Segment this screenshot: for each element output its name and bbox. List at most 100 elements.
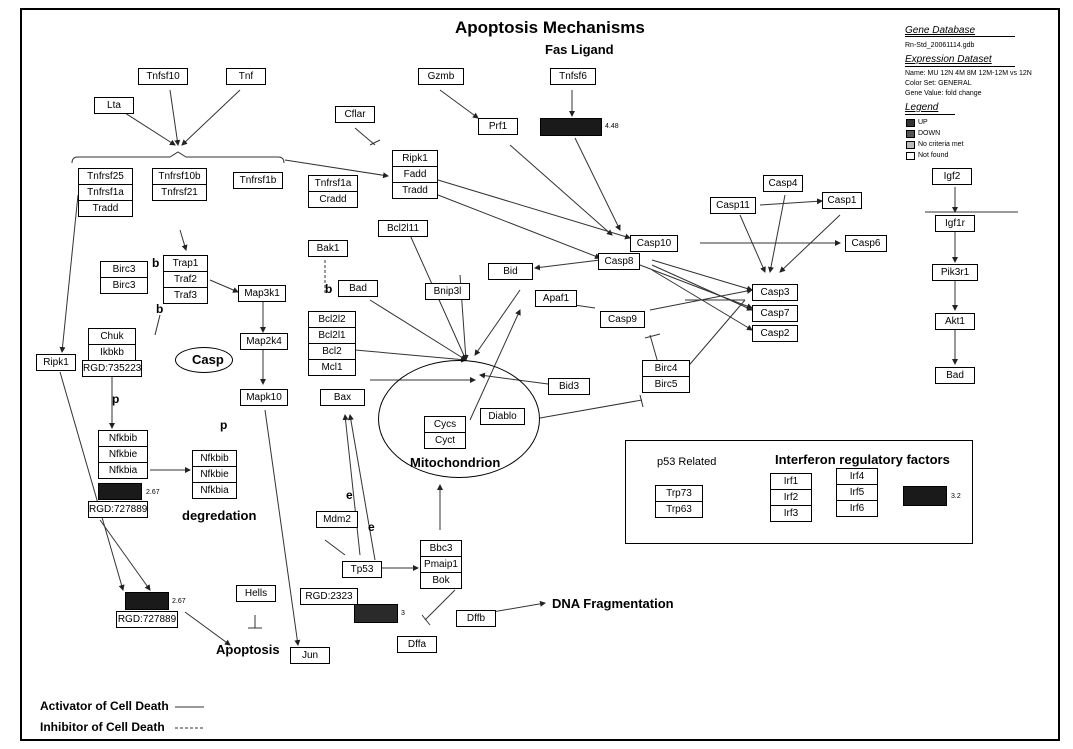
iap-group: Birc4 Birc5	[642, 360, 690, 393]
gene-node[interactable]: Nfkbia	[192, 482, 237, 499]
gene-node[interactable]: Birc4	[642, 360, 690, 377]
gene-node[interactable]: Birc5	[642, 376, 690, 393]
gene-node[interactable]: Casp11	[710, 197, 756, 214]
gene-node[interactable]: Map2k4	[240, 333, 288, 350]
edge-label-p: p	[220, 418, 228, 432]
traf-group: Trap1 Traf2 Traf3	[163, 255, 208, 304]
gene-node[interactable]: Irf2	[770, 489, 812, 506]
gene-node[interactable]: Mapk10	[240, 389, 288, 406]
gene-node[interactable]: RGD:2323	[300, 588, 358, 605]
gene-node[interactable]: Irf1	[770, 473, 812, 490]
gene-node[interactable]: Nfkbia	[98, 462, 148, 479]
edge-label-e: e	[346, 488, 353, 502]
gene-node[interactable]: Nfkbib	[98, 430, 148, 447]
gene-node[interactable]: Bok	[420, 572, 462, 589]
gene-node[interactable]: Cycs	[424, 416, 466, 433]
gene-node[interactable]: Igf2	[932, 168, 972, 185]
gene-node[interactable]: Dffb	[456, 610, 496, 627]
dna-fragmentation-label: DNA Fragmentation	[552, 596, 674, 611]
gene-node[interactable]: Tradd	[392, 182, 438, 199]
gene-node[interactable]: Nfkbib	[192, 450, 237, 467]
gene-node[interactable]: Igf1r	[935, 215, 975, 232]
gene-node[interactable]: Pik3r1	[932, 264, 978, 281]
edge-label-b: b	[325, 282, 333, 296]
gene-node[interactable]: Mdm2	[316, 511, 358, 528]
gene-node[interactable]: Cyct	[424, 432, 466, 449]
gene-node[interactable]: Irf3	[770, 505, 812, 522]
gene-node[interactable]: Bax	[320, 389, 365, 406]
gene-node[interactable]: Bak1	[308, 240, 348, 257]
gene-node[interactable]: Lta	[94, 97, 134, 114]
gene-node[interactable]: Map3k1	[238, 285, 286, 302]
gene-node[interactable]: Fadd	[392, 166, 438, 183]
gene-node[interactable]: Trap1	[163, 255, 208, 272]
gene-node[interactable]: Tnfrsf1b	[233, 172, 283, 189]
gene-node[interactable]: Bcl2l1	[308, 327, 356, 344]
gene-node[interactable]: Chuk	[88, 328, 136, 345]
gene-node[interactable]: Trp63	[655, 501, 703, 518]
gene-node[interactable]: RGD:727889	[88, 501, 148, 518]
gene-node[interactable]: Bad	[338, 280, 378, 297]
mitochondrion-label: Mitochondrion	[410, 455, 501, 470]
gene-node[interactable]: Ripk1	[392, 150, 438, 167]
gene-node[interactable]: Cflar	[335, 106, 375, 123]
gene-node[interactable]: Irf6	[836, 500, 878, 517]
gene-node[interactable]: Bbc3	[420, 540, 462, 557]
gene-node[interactable]: Bcl2	[308, 343, 356, 360]
gene-node[interactable]: Tradd	[78, 200, 133, 217]
gene-node[interactable]: Bad	[935, 367, 975, 384]
gene-node[interactable]: Bcl2l2	[308, 311, 356, 328]
gene-node[interactable]: Birc3	[100, 261, 148, 278]
gene-node[interactable]: Bid3	[548, 378, 590, 395]
gene-node[interactable]: RGD:735223	[82, 360, 142, 377]
legend-label-not-found: Not found	[918, 152, 949, 159]
gene-node[interactable]: Ripk1	[36, 354, 76, 371]
gene-node[interactable]: Irf5	[836, 484, 878, 501]
gene-node[interactable]: Jun	[290, 647, 330, 664]
gene-node[interactable]: RGD:727889	[116, 611, 178, 628]
gene-node[interactable]: Tnfrsf1a	[78, 184, 133, 201]
gene-node[interactable]: Irf4	[836, 468, 878, 485]
gene-node[interactable]: Apaf1	[535, 290, 577, 307]
gene-node[interactable]: Tnfrsf25	[78, 168, 133, 185]
gene-node[interactable]: Tnfsf6	[550, 68, 596, 85]
gene-node[interactable]: Bnip3l	[425, 283, 470, 300]
gene-node[interactable]: Casp10	[630, 235, 678, 252]
gene-node[interactable]: Traf2	[163, 271, 208, 288]
nfkbi-degraded-group: Nfkbib Nfkbie Nfkbia	[192, 450, 237, 499]
gene-node[interactable]: Tp53	[342, 561, 382, 578]
gene-node[interactable]: Casp9	[600, 311, 645, 328]
gene-node[interactable]: Nfkbie	[192, 466, 237, 483]
gene-node[interactable]: Tnfsf10	[138, 68, 188, 85]
gene-node[interactable]: Tnfrsf10b	[152, 168, 207, 185]
gene-node[interactable]: Bcl2l11	[378, 220, 428, 237]
gene-node[interactable]: Casp1	[822, 192, 862, 209]
gene-node[interactable]: Casp8	[598, 253, 640, 270]
gene-node[interactable]: Pmaip1	[420, 556, 462, 573]
gene-node[interactable]: Gzmb	[418, 68, 464, 85]
gene-node[interactable]: Tnf	[226, 68, 266, 85]
gene-node[interactable]: Casp3	[752, 284, 798, 301]
gene-node[interactable]: Cradd	[308, 191, 358, 208]
p53-targets: Bbc3 Pmaip1 Bok	[420, 540, 462, 589]
cytochrome-group: Cycs Cyct	[424, 416, 466, 449]
gene-node[interactable]: Casp2	[752, 325, 798, 342]
gene-node[interactable]: Tnfrsf21	[152, 184, 207, 201]
p53-family-group: Trp73 Trp63	[655, 485, 703, 518]
gene-node[interactable]: Tnfrsf1a	[308, 175, 358, 192]
gene-node[interactable]: Casp7	[752, 305, 798, 322]
gene-node[interactable]: Nfkbie	[98, 446, 148, 463]
gene-node[interactable]: Ikbkb	[88, 344, 136, 361]
legend-swatch-no-criteria	[906, 141, 915, 149]
gene-node[interactable]: Trp73	[655, 485, 703, 502]
gene-node[interactable]: Casp4	[763, 175, 803, 192]
gene-node[interactable]: Bid	[488, 263, 533, 280]
gene-node[interactable]: Hells	[236, 585, 276, 602]
gene-node[interactable]: Birc3	[100, 277, 148, 294]
gene-node[interactable]: Casp6	[845, 235, 887, 252]
gene-node[interactable]: Mcl1	[308, 359, 356, 376]
gene-node[interactable]: Akt1	[935, 313, 975, 330]
gene-node[interactable]: Traf3	[163, 287, 208, 304]
gene-node[interactable]: Prf1	[478, 118, 518, 135]
gene-node[interactable]: Dffa	[397, 636, 437, 653]
